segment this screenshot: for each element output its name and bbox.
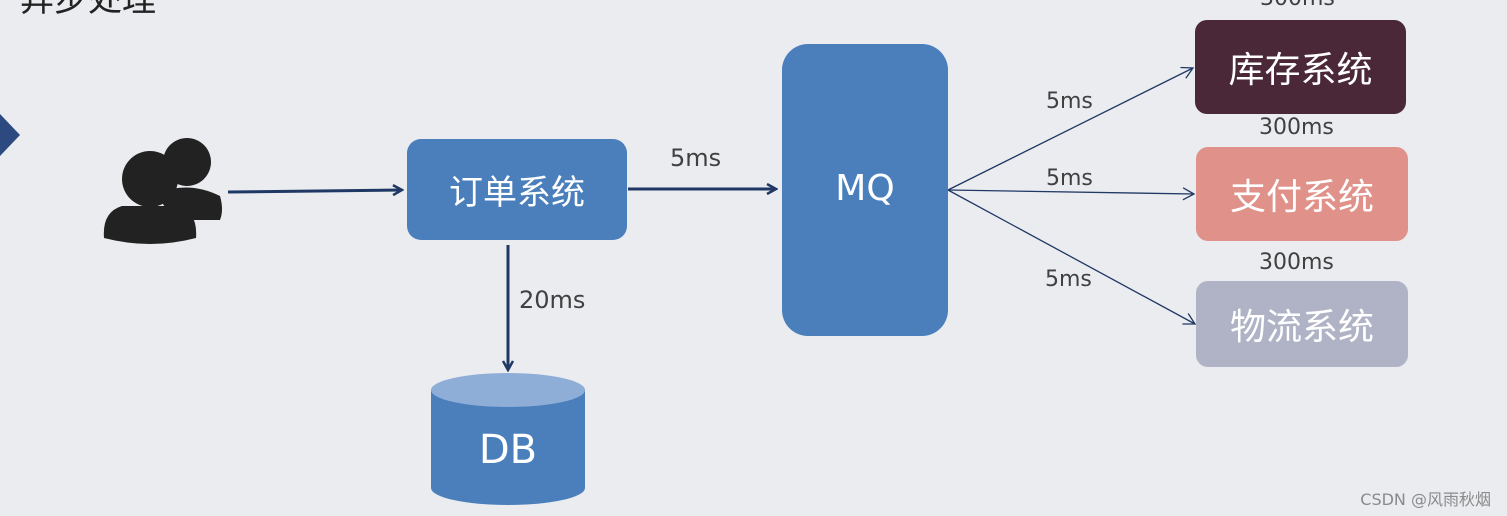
watermark: CSDN @风雨秋烟 bbox=[1360, 490, 1491, 509]
users-icon bbox=[103, 138, 222, 244]
heading-fragment: 异步处理 bbox=[20, 0, 156, 20]
arrow-mq-to-payment bbox=[947, 187, 1196, 201]
label-order-to-db: 20ms bbox=[519, 286, 586, 314]
logistics-system-box: 物流系统 bbox=[1196, 281, 1408, 367]
mq-box: MQ bbox=[782, 44, 948, 336]
payment-system-box: 支付系统 bbox=[1196, 147, 1408, 241]
arrow-mq-to-logistics bbox=[947, 189, 1197, 325]
payment-system-label: 支付系统 bbox=[1229, 177, 1374, 218]
label-mq-to-inventory: 5ms bbox=[1046, 89, 1093, 114]
arrow-user-to-order bbox=[227, 190, 402, 192]
order-system-label: 订单系统 bbox=[449, 173, 585, 213]
db-label-wrap: DB bbox=[430, 410, 586, 490]
inventory-system-box: 库存系统 bbox=[1195, 20, 1406, 114]
database-icon bbox=[431, 373, 585, 505]
label-order-to-mq: 5ms bbox=[670, 144, 722, 172]
mq-label: MQ bbox=[835, 168, 895, 209]
inventory-system-label: 库存系统 bbox=[1228, 50, 1373, 91]
db-label: DB bbox=[478, 427, 538, 473]
accent-triangle-icon bbox=[0, 114, 20, 156]
label-mq-to-logistics: 5ms bbox=[1045, 267, 1092, 292]
label-mq-to-payment: 5ms bbox=[1046, 166, 1093, 191]
label-payment-time: 300ms bbox=[1259, 115, 1334, 140]
logistics-system-label: 物流系统 bbox=[1229, 307, 1374, 348]
arrow-mq-to-inventory bbox=[947, 66, 1195, 191]
label-inventory-time: 300ms bbox=[1260, 0, 1335, 11]
order-system-box: 订单系统 bbox=[407, 139, 627, 240]
label-logistics-time: 300ms bbox=[1259, 250, 1334, 275]
